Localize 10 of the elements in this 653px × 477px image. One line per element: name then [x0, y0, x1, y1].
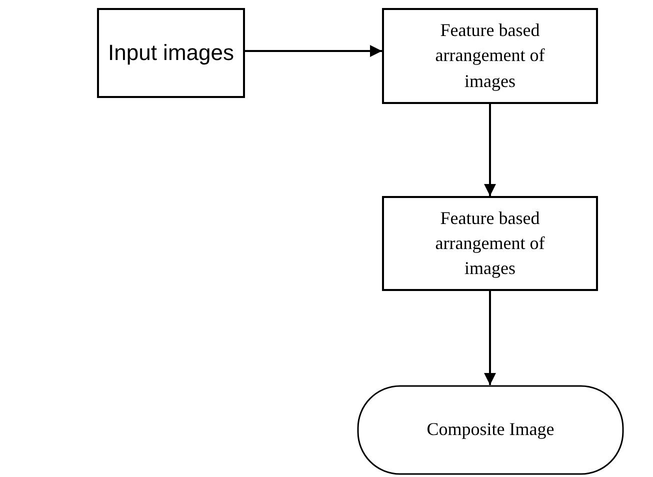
arrow — [484, 291, 496, 385]
arrow — [245, 45, 382, 57]
process-box — [382, 196, 598, 291]
node-text: Input images — [107, 38, 235, 67]
node-text: Feature based arrangement of images — [434, 206, 546, 280]
process-box — [382, 8, 598, 104]
node-text: Composite Image — [426, 418, 556, 442]
process-box — [97, 8, 245, 98]
arrow — [484, 104, 496, 196]
node-text: Feature based arrangement of images — [434, 19, 546, 93]
